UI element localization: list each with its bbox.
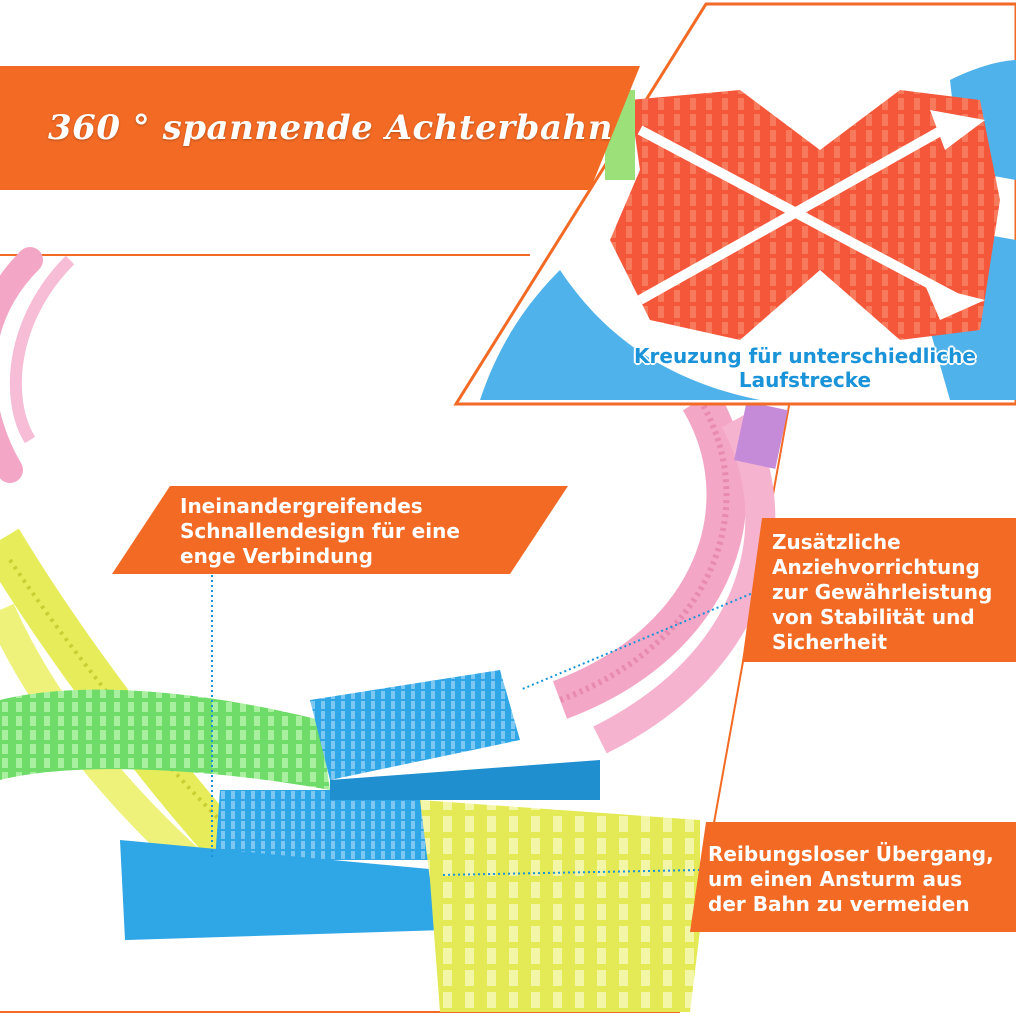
callout-tension: Zusätzliche Anziehvorrichtung zur Gewähr… — [772, 530, 992, 655]
blue-connector — [120, 670, 600, 940]
callout-line: enge Verbindung — [180, 544, 373, 568]
callout-line: Schnallendesign für eine — [180, 519, 460, 543]
green-track-segment — [0, 689, 330, 790]
callout-line: von Stabilität und — [772, 605, 975, 629]
title-text: 360 ° spannende Achterbahn — [48, 108, 613, 148]
callout-line: der Bahn zu vermeiden — [708, 892, 970, 916]
callout-line: Sicherheit — [772, 630, 887, 654]
crossing-inset — [453, 2, 1016, 406]
crossing-caption: Kreuzung für unterschiedliche Laufstreck… — [600, 344, 1010, 392]
callout-transition: Reibungsloser Übergang, um einen Ansturm… — [708, 842, 994, 917]
crossing-caption-line: Kreuzung für unterschiedliche — [634, 344, 976, 368]
callout-line: Anziehvorrichtung — [772, 555, 980, 579]
callout-line: Ineinandergreifendes — [180, 494, 423, 518]
callout-line: Reibungsloser Übergang, — [708, 842, 994, 866]
callout-buckle: Ineinandergreifendes Schnallendesign für… — [180, 494, 460, 569]
pink-loop-track — [0, 247, 788, 754]
callout-line: Zusätzliche — [772, 530, 901, 554]
title-banner — [0, 66, 640, 190]
callout-transition-box — [690, 822, 1016, 932]
callout-buckle-box — [112, 486, 568, 574]
crossing-caption-line: Laufstrecke — [738, 368, 872, 392]
callout-line: zur Gewährleistung — [772, 580, 993, 604]
callout-tension-box — [742, 518, 1016, 662]
yellow-track-segment — [420, 800, 700, 1012]
callout-line: um einen Ansturm aus — [708, 867, 963, 891]
